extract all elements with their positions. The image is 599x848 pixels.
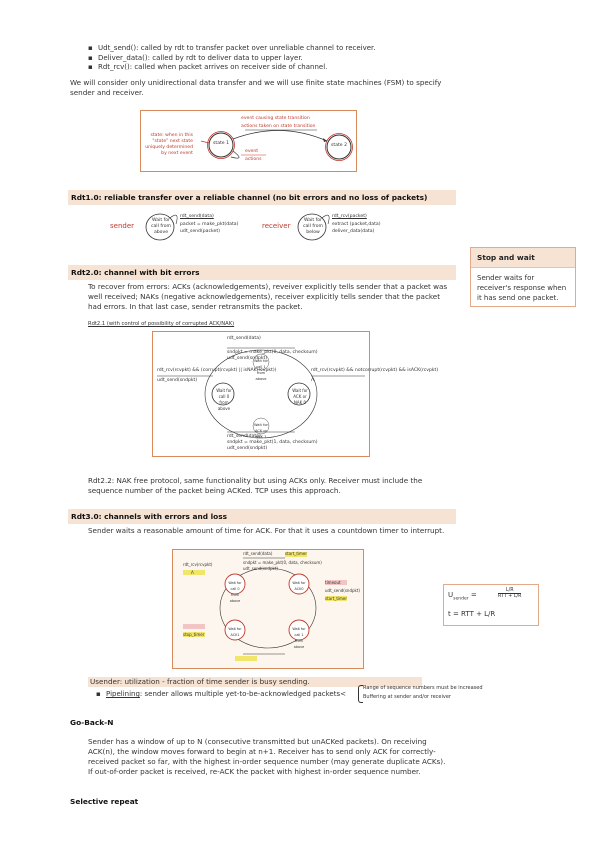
rdt10-receiver-fsm: receiver Wait for call from below rdt_rc… — [262, 210, 412, 244]
fsm-action-label: actions taken on state transition — [241, 124, 316, 129]
pipelining-list: Pipelining: sender allows multiple yet-t… — [96, 690, 456, 700]
rdt30-label-rcv: rdt_rcv(rcvpkt) — [183, 562, 213, 567]
rdt30-label-udtsend: udt_send(sndpkt) — [243, 566, 278, 571]
pipelining-rest: : sender allows multiple yet-to-be-ackno… — [139, 690, 346, 698]
rdt30-state-call1: Wait for call 1 from above — [292, 627, 306, 649]
rdt10-sender-state-shape — [145, 213, 178, 241]
rdt21-figure: rdt_send(data) sndpkt = make_pkt(0, data… — [152, 331, 438, 457]
stop-and-wait-title: Stop and wait — [471, 248, 575, 268]
formula-u-sub: sender — [453, 596, 469, 602]
rdt21-state-call1: Wait for call 1 from above — [253, 359, 269, 381]
rdt21-left-event: rdt_rcv(rcvpkt) && (corrupt(rcvpkt) || i… — [157, 368, 277, 373]
rdt30-label-starttimer: start_timer — [285, 551, 307, 556]
rdt21-bottom-action2: udt_send(sndpkt) — [227, 446, 268, 451]
fsm-event-small: event — [245, 149, 259, 154]
pipelining-brace — [358, 685, 363, 703]
rdt10-sender-state: Wait for call from above — [150, 218, 172, 235]
rdt30-label-stoptimer: stop_timer — [183, 632, 205, 637]
rdt10-receiver-state-shape — [297, 213, 330, 241]
rdt10-receiver-action1: extract (packet,data) — [332, 222, 381, 227]
rdt30-label-send: rdt_send(data) — [243, 551, 273, 556]
rdt21-left-action: udt_send(sndpkt) — [157, 378, 198, 383]
rdt30-label-lambda: Λ — [191, 570, 194, 575]
fsm-event-label: event causing state transition — [241, 116, 310, 121]
brace-line2: Buffering at sender and/or receiver — [363, 694, 451, 700]
fsm-state2: state 2 — [331, 143, 348, 148]
rdt30-label-restart: start_timer — [325, 596, 347, 601]
rdt21-right-event: rdt_rcv(rcvpkt) && notcorrupt(rcvpkt) &&… — [311, 368, 439, 373]
pipelining-word: Pipelining — [106, 690, 140, 698]
gobackn-heading: Go-Back-N — [70, 718, 114, 727]
fsm-diagram — [200, 129, 353, 161]
intro-bullet-list: Udt_send(): called by rdt to transfer pa… — [88, 44, 508, 73]
selective-repeat-heading: Selective repeat — [70, 797, 139, 806]
rdt30-state-call0: Wait for call 0 from above — [228, 581, 242, 603]
rdt21-bottom-action1: sndpkt = make_pkt(1, data, checksum) — [227, 440, 318, 445]
rdt20-heading: Rdt2.0: channel with bit errors — [68, 265, 456, 280]
rdt21-state-call0: Wait for call 0 from above — [216, 388, 232, 411]
bullet-deliver-data: Deliver_data(): called by rdt to deliver… — [88, 54, 508, 64]
formula-denominator: RTT + L/R — [498, 594, 522, 599]
rdt20-paragraph: To recover from errors: ACKs (acknowledg… — [88, 282, 448, 311]
stop-and-wait-body: Sender waits for receiver's response whe… — [477, 274, 567, 302]
rdt30-heading: Rdt3.0: channels with errors and loss — [68, 509, 456, 524]
rdt10-receiver-action2: deliver_data(data) — [332, 229, 375, 234]
rdt10-receiver-event: rdt_rcv(packet) — [332, 214, 367, 219]
rdt10-sender-action2: udt_send(packet) — [180, 229, 220, 234]
fsm-state1: state 1 — [213, 141, 230, 146]
rdt30-state-ack1: Wait for ACK1 — [228, 627, 242, 637]
pipelining-item: Pipelining: sender allows multiple yet-t… — [96, 690, 456, 700]
rdt10-heading: Rdt1.0: reliable transfer over a reliabl… — [68, 190, 456, 205]
usender-line: Usender: utilization - fraction of time … — [88, 677, 422, 687]
rdt21-right-action: Λ — [311, 378, 315, 383]
fsm-state-note: state: when in this "state" next state u… — [145, 133, 193, 156]
rdt30-paragraph: Sender waits a reasonable amount of time… — [88, 526, 445, 535]
formula-numerator: L/R — [498, 588, 522, 594]
bullet-udt-send: Udt_send(): called by rdt to transfer pa… — [88, 44, 508, 54]
rdt30-label-timeout: timeout — [325, 580, 341, 585]
rdt10-sender-label: sender — [110, 222, 135, 230]
rdt21-diagram — [157, 347, 365, 439]
rdt21-state-ack1: Wait for ACK or NAK 1 — [253, 423, 269, 439]
stop-and-wait-box: Stop and wait Sender waits for receiver'… — [470, 247, 576, 307]
rdt10-sender-action1: packet = make_pkt(data) — [180, 222, 239, 227]
rdt10-receiver-label: receiver — [262, 222, 291, 230]
rdt22-paragraph: Rdt2.2: NAK free protocol, same function… — [88, 476, 423, 495]
rdt21-bottom-event: rdt_send(data) — [227, 434, 261, 439]
rdt30-state-ack0: Wait for ACK0 — [292, 581, 306, 591]
rdt21-top-event: rdt_send(data) — [227, 336, 261, 341]
rdt21-top-action2: udt_send(sndpkt) — [227, 356, 268, 361]
rdt10-receiver-state: Wait for call from below — [302, 218, 324, 235]
utilization-formula-box: Usender = L/R RTT + L/R t = RTT + L/R — [443, 584, 539, 626]
formula-u-label: U — [448, 591, 454, 599]
rdt10-sender-fsm: sender Wait for call from above rdt_send… — [110, 210, 250, 244]
formula-u: Usender = — [448, 591, 477, 601]
rdt21-caption: Rdt2.1 (with control of possibility of c… — [88, 321, 235, 327]
formula-t-line: t = RTT + L/R — [448, 610, 496, 618]
formula-fraction: L/R RTT + L/R — [498, 588, 522, 599]
rdt30-diagram — [173, 550, 363, 668]
fsm-figure: state: when in this "state" next state u… — [140, 110, 357, 172]
rdt10-sender-event: rdt_send(data) — [180, 214, 214, 219]
brace-line1: Range of sequence numbers must be increa… — [363, 685, 483, 691]
gobackn-paragraph: Sender has a window of up to N (consecut… — [88, 737, 446, 776]
rdt30-label-makepkt: sndpkt = make_pkt(0, data, checksum) — [243, 560, 322, 565]
formula-eq: = — [470, 591, 477, 599]
rdt21-top-action1: sndpkt = make_pkt(0, data, checksum) — [227, 350, 318, 355]
rdt30-label-resend: udt_send(sndpkt) — [325, 588, 360, 593]
fsm-actions-small: actions — [245, 157, 262, 162]
rdt21-state-ack0: Wait for ACK or NAK 0 — [292, 388, 308, 405]
intro-paragraph: We will consider only unidirectional dat… — [70, 78, 442, 97]
bullet-rdt-rcv: Rdt_rcv(): called when packet arrives on… — [88, 63, 508, 73]
rdt30-figure: rdt_send(data) sndpkt = make_pkt(0, data… — [172, 549, 364, 669]
